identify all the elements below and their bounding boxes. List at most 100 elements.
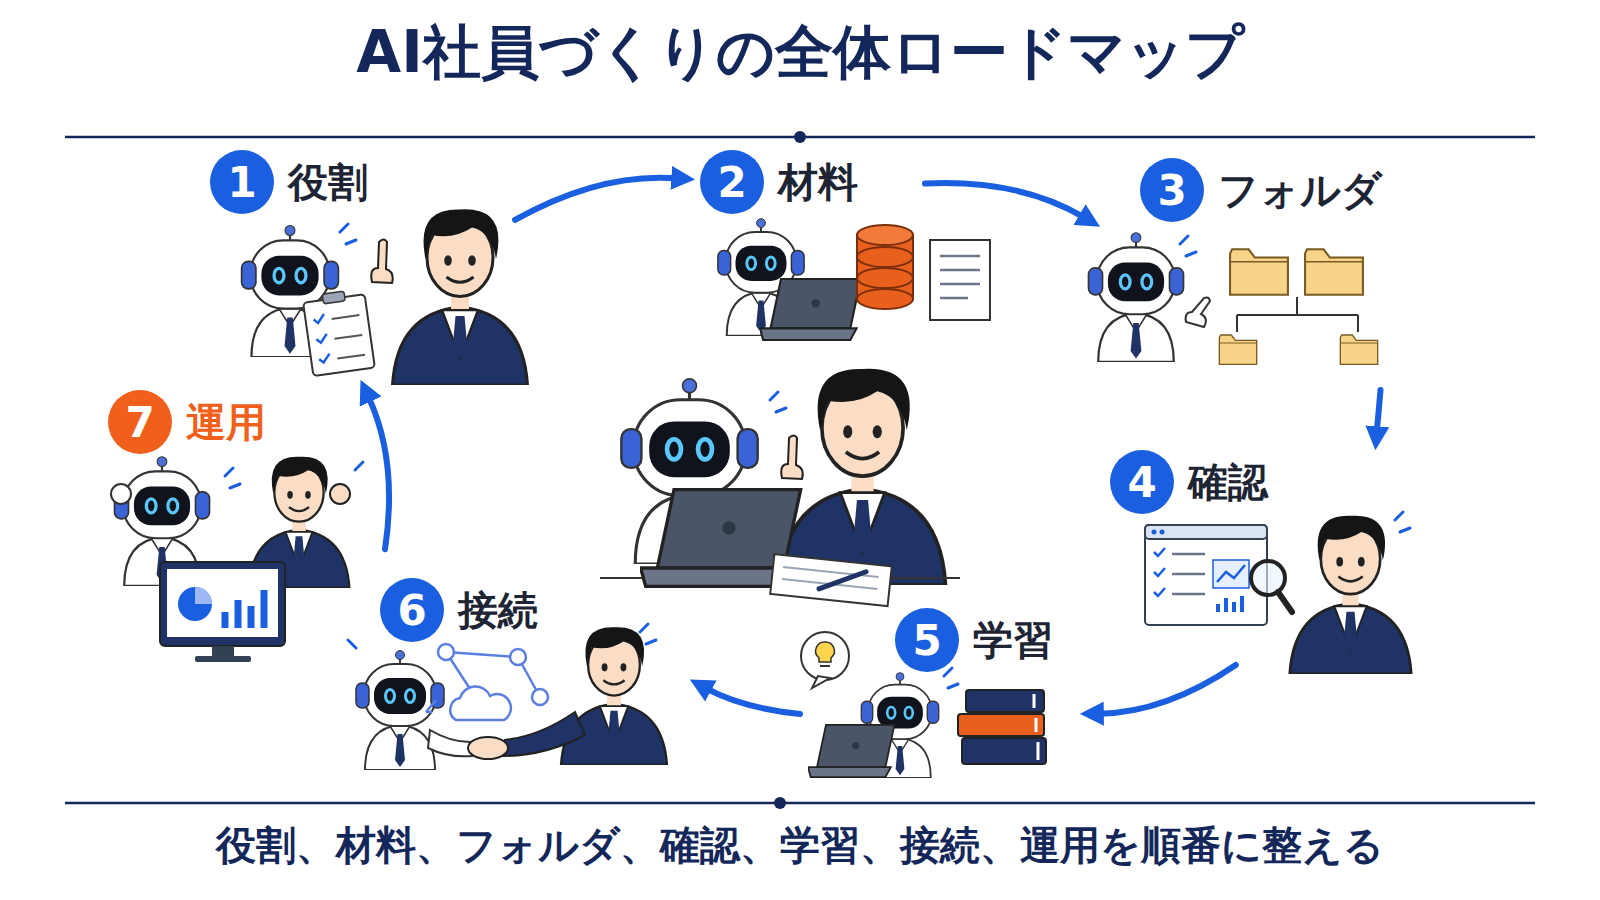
connection-illustration-part [428, 730, 472, 756]
folder-illustration-part [1237, 297, 1358, 332]
check-illustration-part [1217, 565, 1245, 582]
operation-illustration-part [225, 590, 264, 628]
flow-arrow [355, 498, 385, 698]
folder-illustration-part [1186, 297, 1210, 327]
divider-rules-part [774, 797, 786, 809]
materials-illustration-part-part [857, 289, 913, 309]
learning-illustration-part-part [958, 714, 1044, 736]
role-illustration-part [371, 240, 393, 284]
operation-illustration-part [195, 587, 212, 604]
folder-illustration-part [1230, 249, 1288, 294]
check-illustration-part [1145, 525, 1267, 625]
step-number: 4 [1110, 450, 1174, 514]
connection-illustration-part-part [438, 644, 454, 660]
folder-illustration-part [1340, 335, 1377, 364]
folder-illustration-part-part [1186, 252, 1196, 256]
folder-illustration-part [1219, 335, 1256, 364]
operation-illustration-part [212, 646, 234, 656]
divider-rules [65, 131, 1535, 809]
folder-illustration-part [1305, 249, 1363, 294]
check-illustration-part [1290, 516, 1412, 674]
materials-illustration-part [857, 225, 913, 309]
learning-illustration-part [958, 690, 1046, 764]
step-number: 1 [210, 150, 274, 214]
central-illustration-part [781, 436, 803, 480]
check-illustration-part [1213, 560, 1249, 588]
materials-illustration-part-part [857, 247, 913, 267]
connection-illustration-part [356, 651, 444, 771]
connection-illustration-part [426, 700, 436, 712]
folder-illustration-part [1180, 236, 1196, 256]
materials-illustration-part-part [857, 268, 913, 288]
learning-illustration-part-part [962, 738, 1046, 764]
step-group: 5学習 [800, 600, 1080, 790]
step-label: 材料 [778, 155, 858, 210]
operation-illustration-part [167, 569, 278, 637]
central-illustration-part [770, 554, 892, 606]
step-label: 接続 [458, 583, 538, 638]
check-illustration-part [1395, 512, 1410, 532]
learning-illustration-part [801, 632, 849, 680]
folder-illustration [1088, 233, 1377, 365]
connection-illustration-part [561, 627, 667, 765]
learning-illustration-part [944, 668, 958, 688]
flow-arrow [1099, 665, 1236, 714]
step-number: 3 [1140, 158, 1204, 222]
connection-illustration-part [468, 737, 508, 759]
role-illustration-part-part [340, 224, 348, 232]
role-illustration-part-part [313, 314, 331, 363]
learning-illustration-part-part [948, 684, 958, 688]
step-label: フォルダ [1218, 163, 1382, 218]
operation-illustration-part [160, 562, 285, 646]
connection-illustration-part-part [640, 624, 648, 632]
role-illustration [242, 209, 528, 385]
materials-illustration-part-part [857, 225, 913, 245]
operation-illustration-part [195, 656, 251, 662]
check-illustration-part [1160, 530, 1165, 535]
folder-illustration-part [1088, 233, 1183, 362]
check-illustration-part [1278, 592, 1292, 612]
step-label: 学習 [973, 613, 1053, 668]
operation-illustration-part-part [355, 462, 363, 470]
divider-rules-part [65, 802, 1535, 805]
check-illustration-part-part [1395, 512, 1403, 520]
connection-illustration-part-part [646, 640, 656, 644]
connection-illustration-part-part [446, 652, 518, 657]
step-group: 6 接続 [355, 560, 690, 790]
connection-illustration-part-part [532, 689, 548, 705]
step-label: 確認 [1188, 455, 1268, 510]
role-illustration-part-part [346, 240, 356, 244]
flow-arrow [1377, 390, 1381, 431]
step-label: 役割 [288, 155, 368, 210]
role-illustration-part-part [322, 291, 345, 304]
learning-illustration-part [812, 676, 830, 688]
central-illustration-part-part [770, 554, 892, 606]
connection-illustration-part-part [450, 686, 511, 720]
role-illustration-part [340, 224, 356, 244]
central-illustration-part-part [819, 567, 866, 594]
folder-illustration-part-part [1180, 236, 1188, 244]
step-group: 3 フォルダ [1100, 150, 1430, 390]
materials-illustration-part [940, 256, 980, 298]
connection-illustration-part [503, 712, 585, 756]
step-group: 4 確認 [1110, 450, 1450, 665]
materials-illustration [718, 219, 990, 340]
check-illustration-part [1145, 525, 1267, 539]
step-number: 6 [380, 578, 444, 642]
check-illustration-part-part [1400, 528, 1410, 532]
role-illustration-part-part [332, 315, 365, 359]
learning-illustration-part-part [944, 668, 952, 676]
step-number: 7 [108, 390, 172, 454]
step-heading: 7運用 [108, 390, 266, 454]
central-illustration-part [770, 392, 786, 412]
flow-arrow [707, 689, 800, 714]
diagram-caption: 役割、材料、フォルダ、確認、学習、接続、運用を順番に整える [0, 818, 1600, 873]
check-illustration-part [1154, 548, 1165, 596]
operation-illustration-part-part [225, 468, 233, 476]
central-illustration [600, 369, 960, 606]
step-heading: 3 フォルダ [1140, 158, 1382, 222]
learning-illustration-part-part [966, 690, 1044, 712]
flow-arrow [925, 183, 1084, 217]
